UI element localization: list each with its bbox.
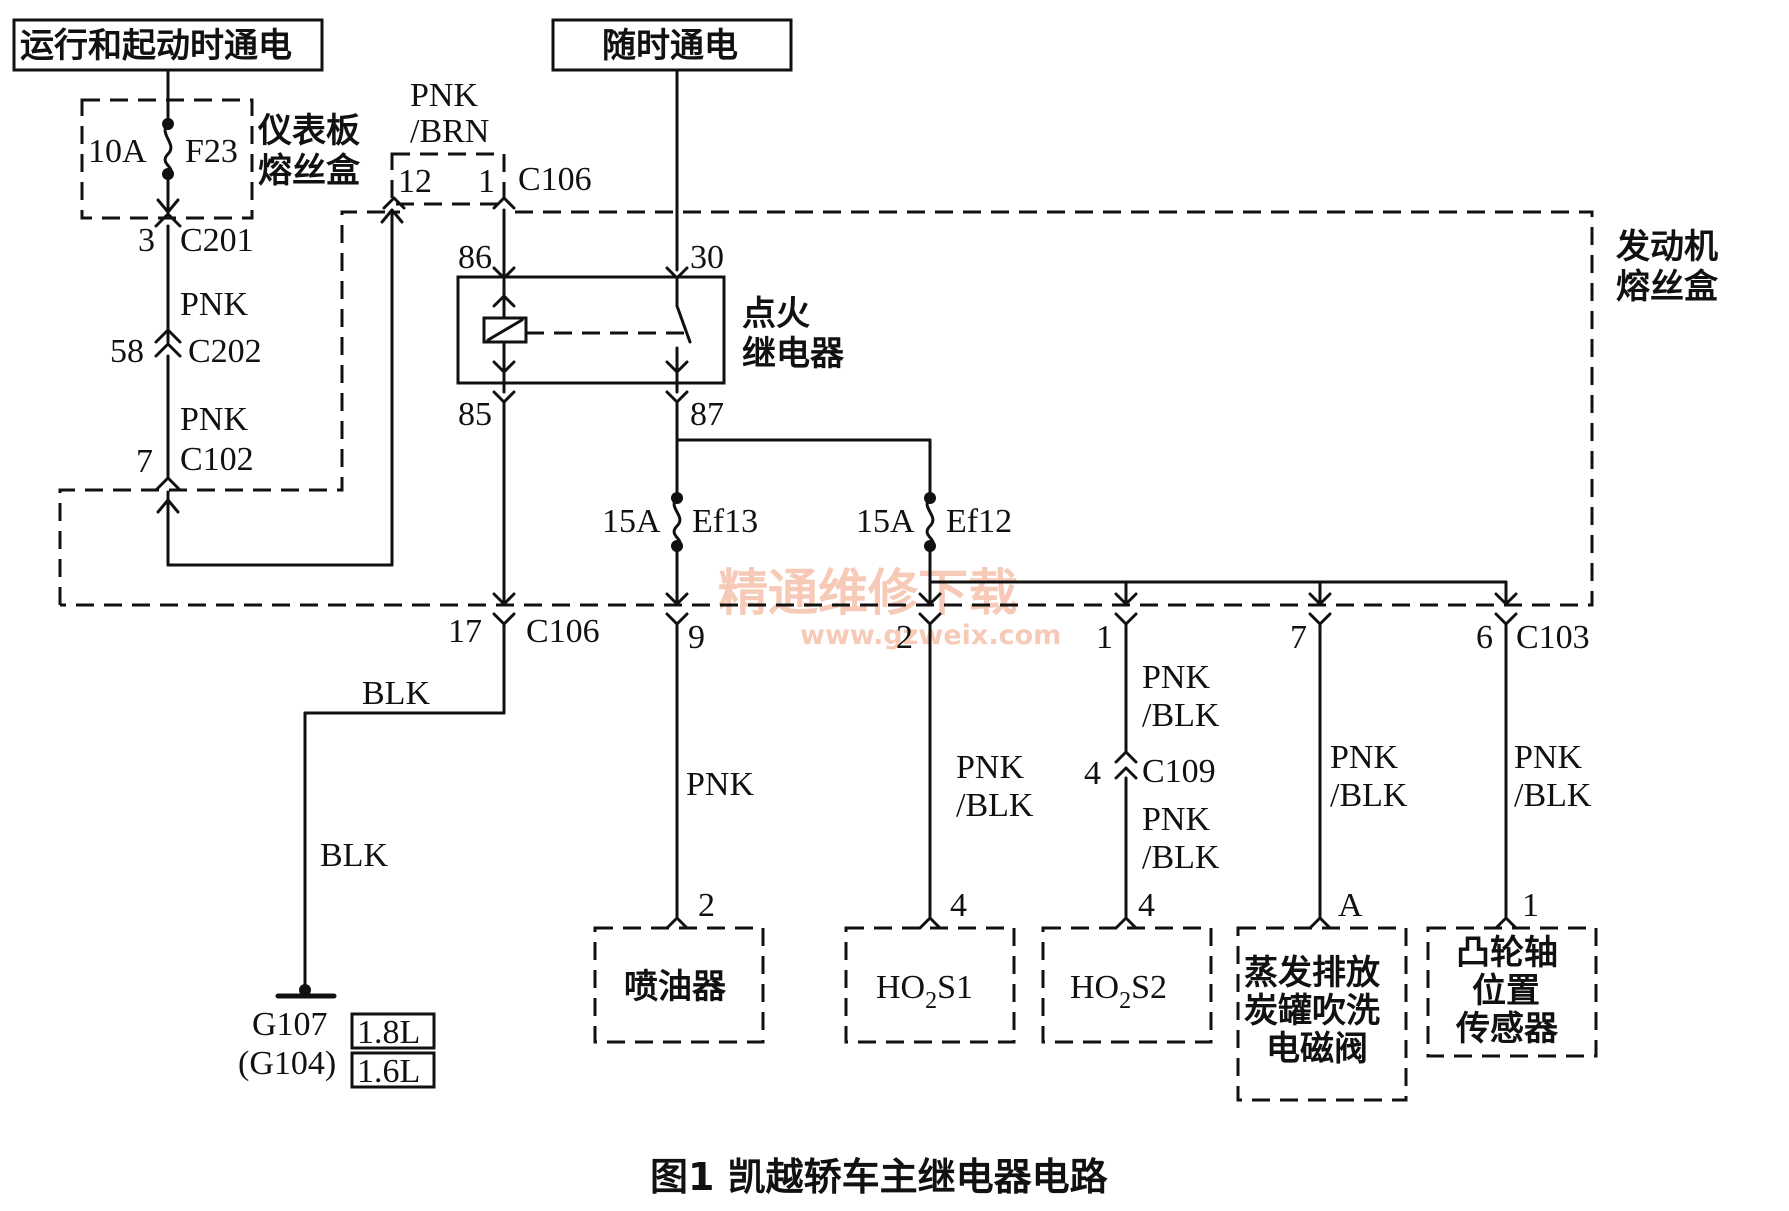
- power-run-start-box: 运行和起动时通电: [12, 18, 324, 72]
- wire-pnk-blk-ho2s2-a1: PNK: [1142, 659, 1210, 696]
- wire-pnk-blk-cam-2: /BLK: [1514, 777, 1592, 814]
- wire-pnk-blk-ho2s1-1: PNK: [956, 749, 1024, 786]
- ground-path-wires: [275, 400, 516, 999]
- wire-pnk-b: PNK: [180, 401, 248, 438]
- c201-label: C201: [180, 222, 254, 259]
- cam-label-2: 位置: [1472, 971, 1540, 1011]
- c103-pin-9: 9: [688, 619, 705, 656]
- relay-pin-85: 85: [458, 396, 492, 433]
- relay-label-2: 继电器: [742, 334, 845, 374]
- ho2s2-label-main: HO: [1070, 969, 1119, 1006]
- injector-pin: 2: [698, 887, 715, 924]
- evap-label-1: 蒸发排放: [1244, 953, 1380, 993]
- svg-text:HO2S1: HO2S1: [876, 969, 973, 1014]
- panel-fuse-box-label-2: 熔丝盒: [258, 151, 361, 191]
- c109-label: C109: [1142, 753, 1216, 790]
- ho2s1-pin: 4: [950, 887, 967, 924]
- c202-pin: 58: [110, 333, 144, 370]
- c106-top-pin-a: 12: [398, 163, 432, 200]
- wire-pnk-blk-ho2s2-b2: /BLK: [1142, 839, 1220, 876]
- wire-pnk-injector: PNK: [686, 766, 754, 803]
- c103-pin-1: 1: [1096, 619, 1113, 656]
- svg-text:HO2S2: HO2S2: [1070, 969, 1167, 1014]
- c202-label: C202: [188, 333, 262, 370]
- ho2s2-pin: 4: [1138, 887, 1155, 924]
- engine-fuse-box: 发动机 熔丝盒: [58, 210, 1719, 607]
- c201-pin: 3: [138, 222, 155, 259]
- ho2s2-label-sub: 2: [1119, 988, 1131, 1014]
- ground-g104: (G104): [238, 1045, 336, 1082]
- panel-fuse-box-label-1: 仪表板: [257, 111, 360, 151]
- relay-pin-87: 87: [690, 396, 724, 433]
- ho2s1-label-tail: S1: [937, 969, 973, 1006]
- cam-label-3: 传感器: [1455, 1009, 1559, 1049]
- ground-g107-engine: 1.8L: [357, 1014, 420, 1051]
- c103-pin-7: 7: [1290, 619, 1307, 656]
- wire-pnk-brn-2: /BRN: [410, 113, 489, 150]
- wire-blk-a: BLK: [362, 675, 430, 712]
- wire-pnk-blk-ho2s2-a2: /BLK: [1142, 697, 1220, 734]
- f23-name: F23: [185, 133, 238, 170]
- c103-label: C103: [1516, 619, 1590, 656]
- engine-fuse-box-label-2: 熔丝盒: [1616, 267, 1719, 307]
- cam-sensor-component: 凸轮轴 位置 传感器: [1426, 926, 1598, 1058]
- wire-blk-b: BLK: [320, 837, 388, 874]
- wire-pnk-blk-ho2s1-2: /BLK: [956, 787, 1034, 824]
- c106-top-connector: 12 1 C106: [382, 152, 592, 210]
- injector-component: 喷油器: [593, 926, 765, 1044]
- wire-pnk-blk-ho2s2-b1: PNK: [1142, 801, 1210, 838]
- ef12-name: Ef12: [946, 503, 1012, 540]
- ef13-rating: 15A: [602, 503, 661, 540]
- ho2s1-label-main: HO: [876, 969, 925, 1006]
- evap-label-3: 电磁阀: [1266, 1029, 1368, 1069]
- ho2s1-label-sub: 2: [925, 988, 937, 1014]
- relay-label-1: 点火: [742, 294, 810, 334]
- c106-bottom-label: C106: [526, 613, 600, 650]
- left-branch-wires: [154, 68, 404, 567]
- c103-pin-2: 2: [896, 619, 913, 656]
- ho2s2-component: HO2S2: [1041, 926, 1213, 1044]
- cam-pin: 1: [1522, 887, 1539, 924]
- ignition-relay: 点火 继电器: [456, 68, 845, 404]
- watermark-text: 精通维修下载: [718, 564, 1018, 622]
- engine-fuse-box-label-1: 发动机: [1616, 227, 1718, 267]
- power-always-on-box: 随时通电: [551, 18, 793, 72]
- wire-pnk-blk-evap-1: PNK: [1330, 739, 1398, 776]
- evap-pin: A: [1338, 887, 1363, 924]
- engine-1-8l-box: 1.8L: [350, 1012, 436, 1051]
- c106-top-label: C106: [518, 161, 592, 198]
- c106-top-pin-b: 1: [478, 163, 495, 200]
- wire-pnk-a: PNK: [180, 286, 248, 323]
- ho2s2-label-tail: S2: [1131, 969, 1167, 1006]
- c102-pin: 7: [136, 443, 153, 480]
- f23-rating: 10A: [88, 133, 147, 170]
- wire-pnk-blk-evap-2: /BLK: [1330, 777, 1408, 814]
- evap-label-2: 炭罐吹洗: [1244, 991, 1380, 1031]
- injector-label: 喷油器: [624, 967, 727, 1007]
- wire-pnk-brn-1: PNK: [410, 77, 478, 114]
- ho2s1-component: HO2S1: [844, 926, 1016, 1044]
- c103-pin-6: 6: [1476, 619, 1493, 656]
- cam-label-1: 凸轮轴: [1456, 933, 1558, 973]
- engine-1-6l-box: 1.6L: [350, 1051, 436, 1090]
- c106-bottom-pin: 17: [448, 613, 482, 650]
- relay-pin-86: 86: [458, 239, 492, 276]
- power-always-on-label: 随时通电: [602, 26, 738, 66]
- ef13-name: Ef13: [692, 503, 758, 540]
- panel-fuse-box: 仪表板 熔丝盒: [80, 98, 361, 220]
- wire-pnk-blk-cam-1: PNK: [1514, 739, 1582, 776]
- figure-caption: 图1 凯越轿车主继电器电路: [650, 1155, 1109, 1199]
- c102-label: C102: [180, 441, 254, 478]
- c109-pin: 4: [1084, 755, 1101, 792]
- ef12-rating: 15A: [856, 503, 915, 540]
- relay-output-wires: [665, 400, 1518, 606]
- evap-solenoid-component: 蒸发排放 炭罐吹洗 电磁阀: [1236, 926, 1408, 1102]
- power-run-start-label: 运行和起动时通电: [20, 26, 292, 66]
- output-wires: [665, 622, 1518, 930]
- ground-g107: G107: [252, 1006, 328, 1043]
- relay-pin-30: 30: [690, 239, 724, 276]
- ground-g104-engine: 1.6L: [357, 1053, 420, 1090]
